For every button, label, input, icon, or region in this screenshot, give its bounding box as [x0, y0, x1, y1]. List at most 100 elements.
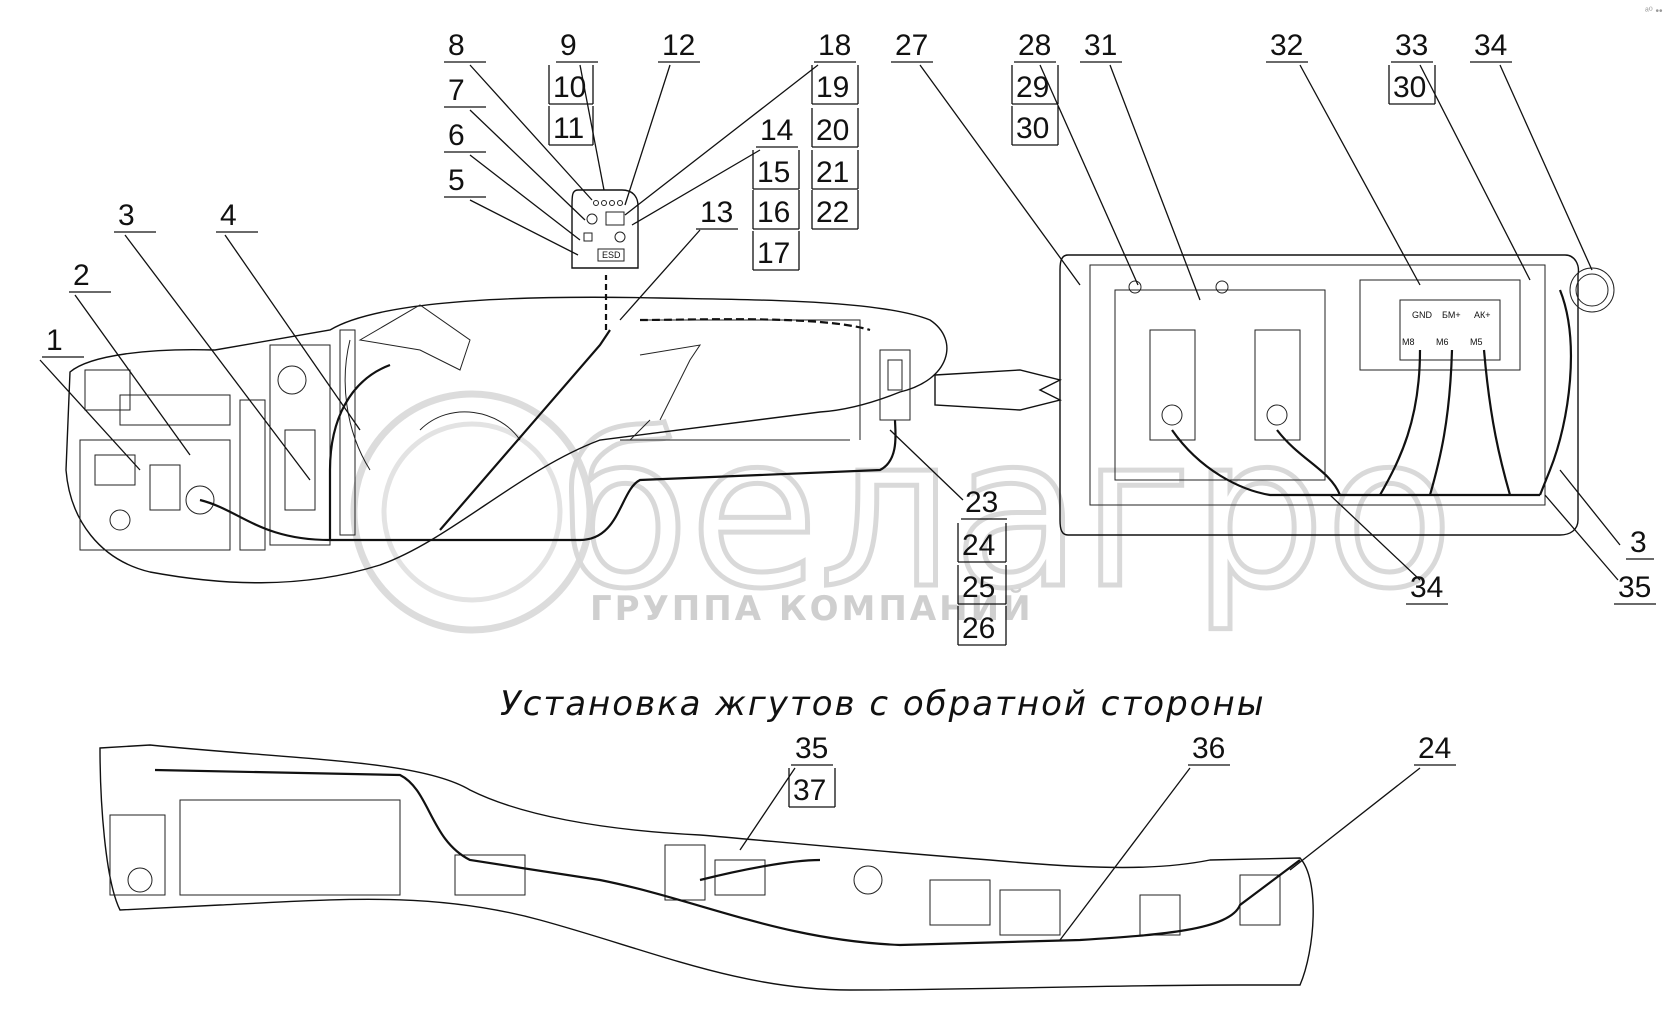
watermark: белагро ГРУППА КОМПАНИЙ: [350, 388, 1456, 638]
zoom-cable-battery: [1538, 289, 1572, 496]
zoom-frame: [1059, 254, 1580, 536]
callout-c29: 29: [1016, 71, 1049, 104]
callout-c21: 21: [816, 156, 849, 189]
callout-c25: 25: [962, 571, 995, 604]
leader-c2: [74, 294, 191, 456]
callout-c14: 14: [760, 114, 793, 147]
callout-c4: 4: [220, 199, 237, 232]
relay-unit: [454, 854, 526, 896]
cable-ring: [1569, 267, 1615, 313]
callout-c9: 9: [560, 29, 577, 62]
zoom-harness-second: [1276, 429, 1342, 496]
caption-reverse-side: Установка жгутов с обратной стороны: [500, 684, 1266, 724]
engine-block: [79, 329, 356, 551]
leader-c32: [1299, 64, 1421, 286]
leader-c28: [1039, 64, 1139, 286]
callout-c30b: 30: [1393, 71, 1426, 104]
callout-c23: 23: [965, 486, 998, 519]
main-view: [65, 275, 948, 584]
leader-c1: [39, 359, 141, 471]
harness-branch-engine: [328, 363, 391, 540]
callout-c34a: 34: [1474, 29, 1507, 62]
callout-c31: 31: [1084, 29, 1117, 62]
terminal-ak-label: АК+: [1474, 310, 1491, 320]
terminal-m5-label: М5: [1470, 337, 1483, 347]
callout-c13: 13: [700, 196, 733, 229]
callout-c3b: 3: [1630, 526, 1647, 559]
harness-hidden: [639, 318, 871, 332]
leader-c34b: [1329, 494, 1421, 581]
leader-c3b: [1559, 469, 1621, 546]
callout-c22: 22: [816, 196, 849, 229]
callout-c24a: 24: [962, 529, 995, 562]
watermark-logo-ring: [350, 390, 594, 634]
leader-c13: [619, 229, 701, 321]
callout-leaders: [39, 64, 1621, 941]
reverse-harness-main: [154, 768, 1301, 947]
corner-mark: ᵃ⁰ ••: [1645, 6, 1663, 17]
callout-c3a: 3: [118, 199, 135, 232]
callout-c7: 7: [448, 74, 465, 107]
watermark-word: белагро: [560, 390, 1454, 635]
callout-c15: 15: [757, 156, 790, 189]
reverse-harness-branch: [699, 858, 821, 882]
callout-c27: 27: [895, 29, 928, 62]
zoom-detail: GND БМ+ АК+ М8 М6 М5: [934, 254, 1615, 536]
leader-c23: [889, 429, 964, 501]
callout-c37: 37: [793, 774, 826, 807]
leader-c31: [1109, 64, 1201, 301]
control-panel: ESD: [571, 189, 639, 269]
callout-c6: 6: [448, 119, 465, 152]
main-harness: [199, 419, 897, 542]
fuse-board: [1114, 289, 1326, 481]
callout-c34b: 34: [1410, 571, 1443, 604]
leader-c4: [224, 234, 361, 431]
callout-c16: 16: [757, 196, 790, 229]
terminal-m6-label: М6: [1436, 337, 1449, 347]
watermark-logo-inner-ring: [381, 421, 563, 603]
leader-c9: [579, 64, 605, 191]
callout-c33: 33: [1395, 29, 1428, 62]
leader-c5: [469, 199, 579, 256]
callout-c24b: 24: [1418, 732, 1451, 765]
leader-c3a: [124, 234, 311, 481]
leader-c35b: [739, 767, 796, 851]
harness-branch-panel: [439, 329, 611, 531]
connector-block: [1239, 874, 1281, 926]
callout-c2: 2: [73, 259, 90, 292]
leader-c6: [469, 154, 581, 241]
panel-esd-label: ESD: [602, 250, 621, 260]
callout-c11: 11: [553, 112, 584, 145]
leader-c34a: [1499, 64, 1593, 271]
callout-c26: 26: [962, 612, 995, 645]
terminal-bm-label: БМ+: [1442, 310, 1461, 320]
callout-c35b: 35: [795, 732, 828, 765]
callout-c35a: 35: [1618, 571, 1651, 604]
reverse-side-view: Установка жгутов с обратной стороны: [99, 684, 1314, 991]
watermark-subtitle: ГРУППА КОМПАНИЙ: [590, 588, 1034, 629]
leader-c33: [1419, 64, 1531, 281]
callout-c18: 18: [818, 29, 851, 62]
leader-c27: [919, 64, 1081, 286]
terminal-block: [1359, 279, 1521, 371]
callout-c17: 17: [757, 237, 790, 270]
panel-indicator: [586, 213, 598, 225]
main-view-outline: [65, 296, 948, 584]
callout-c10: 10: [553, 71, 586, 104]
relay-box: [879, 349, 911, 421]
zoom-harness-main: [1171, 429, 1540, 497]
callout-c5: 5: [448, 164, 465, 197]
callout-c32: 32: [1270, 29, 1303, 62]
callout-c12: 12: [662, 29, 695, 62]
reverse-view-outline: [99, 744, 1314, 991]
zoom-arrow: [934, 369, 1063, 411]
terminal-gnd-label: GND: [1412, 310, 1433, 320]
callout-c30a: 30: [1016, 112, 1049, 145]
callout-c1: 1: [46, 324, 63, 357]
callout-c19: 19: [816, 71, 849, 104]
callout-c28: 28: [1018, 29, 1051, 62]
fuel-tank: [179, 799, 401, 896]
callout-c36: 36: [1192, 732, 1225, 765]
leader-c18: [624, 64, 819, 216]
